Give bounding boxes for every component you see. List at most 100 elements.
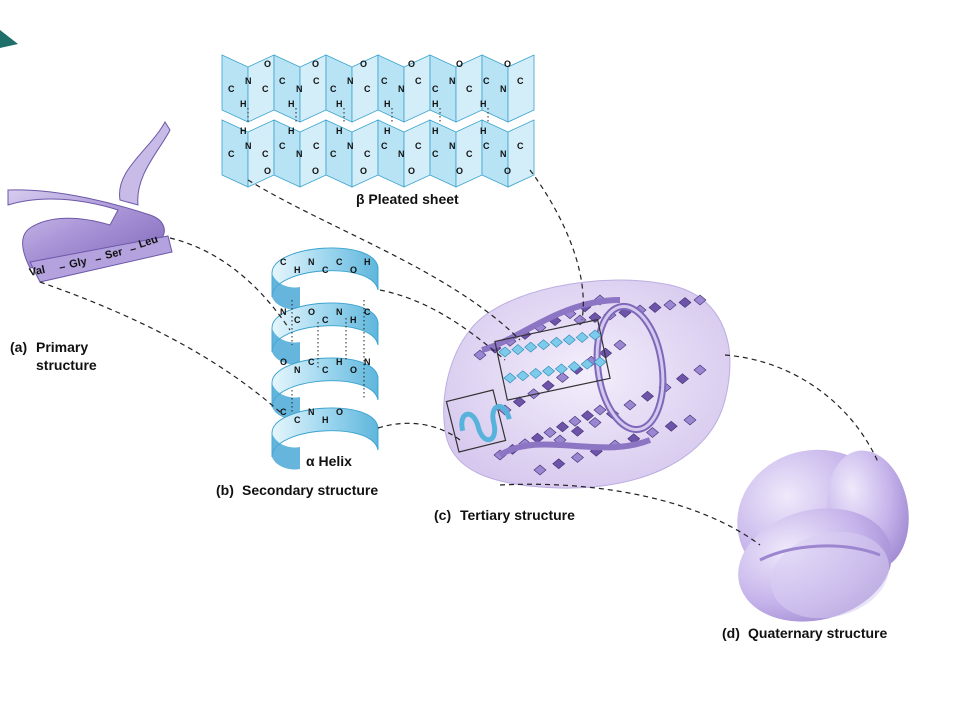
tertiary-coil-segment [541, 380, 555, 392]
tertiary-coil-segment [568, 415, 582, 427]
beta-backbone-atom: H [336, 99, 343, 109]
beta-strand-atom: C [415, 141, 422, 151]
beta-backbone-atom: O [264, 166, 271, 176]
helix-atom: N [308, 257, 315, 267]
beta-strand-atom: C [279, 76, 286, 86]
beta-backbone-atom: O [408, 166, 415, 176]
beta-sheet-fold [221, 54, 249, 123]
connector-helix-to-tertiary [379, 289, 506, 361]
helix-atom: H [350, 315, 357, 325]
tertiary-coil-segment [623, 399, 637, 411]
helix-atom: C [280, 257, 287, 267]
helix-atom: C [294, 415, 301, 425]
tertiary-coil-segment [593, 404, 607, 416]
residue-leu: Leu [137, 233, 159, 250]
helix-atom: C [280, 407, 287, 417]
helix-atom: H [322, 415, 329, 425]
tertiary-label-text: Tertiary structure [460, 507, 575, 523]
beta-sheet-fold [507, 54, 535, 123]
corner-accent [0, 30, 18, 48]
beta-strand-atom: C [381, 141, 388, 151]
beta-strand-atom: C [466, 149, 473, 159]
helix-turn [271, 357, 379, 408]
quaternary-label: (d) Quaternary structure [722, 625, 887, 641]
tertiary-beta-segment [516, 370, 530, 382]
helix-atom: C [308, 357, 315, 367]
helix-atom: C [322, 365, 329, 375]
quaternary-structure [737, 449, 909, 622]
tertiary-coil-segment [683, 414, 697, 426]
beta-strand-atom: C [364, 149, 371, 159]
beta-strand-atom: N [245, 76, 252, 86]
secondary-label-text: Secondary structure [242, 482, 378, 498]
beta-strand-atom: N [245, 141, 252, 151]
beta-backbone-atom: H [288, 126, 295, 136]
tertiary-coil-segment [676, 373, 689, 385]
beta-backbone-atom: H [432, 99, 439, 109]
beta-backbone-atom: H [384, 126, 391, 136]
beta-strand-atom: C [483, 141, 490, 151]
beta-pleated-sheet: CNCCNCCNCCNCCNCCNCHOHOHOHOHOHOCNCCNCCNCC… [221, 54, 535, 188]
tertiary-beta-segment [537, 339, 551, 351]
beta-strand-atom: N [500, 149, 507, 159]
tertiary-beta-segment [593, 356, 607, 368]
primary-label-letter: (a) [10, 339, 27, 355]
connector-primary-to-helix-lower [39, 281, 281, 413]
tertiary-coil-segment [663, 299, 677, 311]
tertiary-coil-segment [648, 302, 662, 313]
beta-strand-atom: C [483, 76, 490, 86]
beta-sheet-caption: β Pleated sheet [356, 191, 459, 207]
primary-label: (a) Primary structure [10, 339, 97, 373]
connector-tertiary-to-quaternary-top [724, 354, 879, 463]
tertiary-label: (c) Tertiary structure [434, 507, 575, 523]
beta-strand-atom: C [228, 149, 235, 159]
beta-strand-atom: C [364, 84, 371, 94]
beta-strand-atom: N [449, 141, 456, 151]
beta-strand-atom: C [279, 141, 286, 151]
beta-strand-atom: C [381, 76, 388, 86]
beta-strand-atom: C [432, 84, 439, 94]
beta-strand-atom: C [262, 149, 269, 159]
quaternary-label-letter: (d) [722, 625, 740, 641]
secondary-label: (b) Secondary structure [216, 482, 378, 498]
beta-backbone-atom: H [432, 126, 439, 136]
primary-label-line1: Primary [36, 339, 88, 355]
beta-backbone-atom: O [456, 59, 463, 69]
beta-backbone-atom: H [288, 99, 295, 109]
helix-atom: C [294, 315, 301, 325]
tertiary-beta-segment [562, 334, 576, 346]
beta-backbone-atom: H [336, 126, 343, 136]
beta-strand-atom: N [296, 84, 303, 94]
connector-primary-to-helix [169, 237, 291, 331]
helix-atom: O [308, 307, 315, 317]
tertiary-coil-segment [693, 364, 707, 376]
tertiary-beta-segment [588, 329, 602, 341]
connector-sheet-right-to-tertiary [529, 169, 584, 321]
beta-strand-atom: C [517, 76, 524, 86]
helix-atom: C [364, 307, 371, 317]
beta-backbone-atom: H [480, 126, 487, 136]
tertiary-coil-segment [678, 297, 692, 308]
helix-atom: H [294, 265, 301, 275]
quaternary-label-text: Quaternary structure [748, 625, 887, 641]
beta-backbone-atom: H [384, 99, 391, 109]
beta-backbone-atom: H [240, 99, 247, 109]
beta-strand-atom: C [330, 149, 337, 159]
tertiary-beta-segment [498, 346, 512, 358]
beta-backbone-atom: O [264, 59, 271, 69]
beta-backbone-atom: O [312, 166, 319, 176]
beta-backbone-atom: O [504, 166, 511, 176]
primary-label-line2: structure [36, 357, 97, 373]
helix-atom: N [294, 365, 301, 375]
secondary-label-letter: (b) [216, 482, 234, 498]
tertiary-beta-segment [524, 341, 538, 353]
tertiary-beta-segment [549, 336, 563, 348]
tertiary-beta-segment [567, 361, 581, 372]
helix-atom: C [322, 315, 329, 325]
beta-sheet-fold [403, 119, 431, 188]
helix-atom: N [336, 307, 343, 317]
beta-backbone-atom: H [480, 99, 487, 109]
helix-atom: N [308, 407, 315, 417]
